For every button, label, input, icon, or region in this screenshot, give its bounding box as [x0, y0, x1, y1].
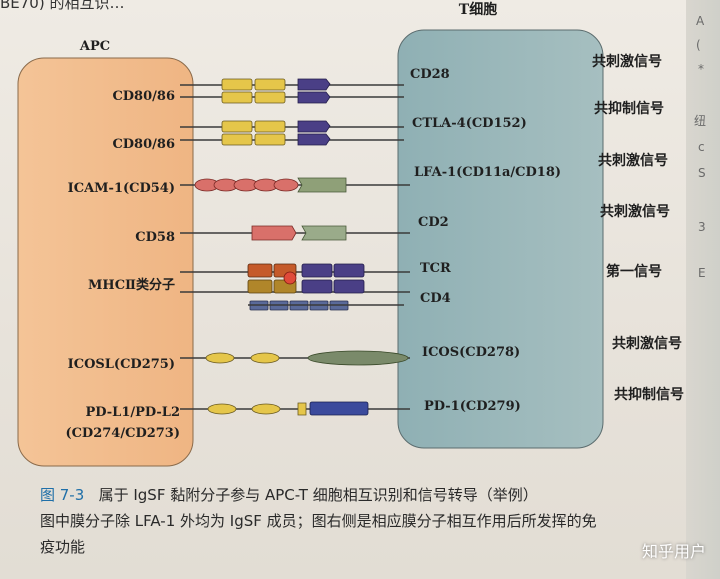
edge-char: S [698, 166, 706, 180]
apc-cell [17, 57, 194, 467]
cd58-cd2-pair [251, 225, 347, 241]
function-label: 共抑制信号 [594, 100, 664, 117]
apc-label-icam1: ICAM-1(CD54) [68, 181, 175, 196]
t-label-tcr: TCR [420, 261, 451, 276]
edge-char: A [696, 14, 705, 28]
figure-caption-line2: 图中膜分子除 LFA-1 外均为 IgSF 成员；图右侧是相应膜分子相互作用后所… [40, 512, 597, 530]
apc-t-cell-diagram: APC T细胞 [17, 1, 684, 467]
t-label-cd4: CD4 [420, 291, 451, 306]
function-label: 共刺激信号 [592, 53, 662, 70]
cd80-ctla4-pair [221, 120, 331, 146]
apc-title: APC [79, 39, 110, 54]
icam1-lfa1-pair [194, 177, 347, 193]
function-label: 共刺激信号 [598, 152, 668, 169]
top-text-fragment: BE70) 的相互识… [0, 0, 125, 12]
apc-label-cd80-1: CD80/86 [112, 89, 175, 104]
figure-caption-line3: 疫功能 [40, 538, 86, 556]
adjacent-page-edge: A ( * 纽 c S 3 E [686, 0, 720, 579]
pdl1-pd1-pair [207, 401, 369, 416]
figure-title: 属于 IgSF 黏附分子参与 APC-T 细胞相互识别和信号转导（举例） [98, 486, 538, 504]
function-label: 共刺激信号 [600, 203, 670, 220]
function-label: 第一信号 [606, 263, 662, 280]
edge-char: ( [696, 38, 701, 52]
t-cell [397, 29, 604, 449]
mhc-tcr-cd4-complex [247, 263, 404, 311]
cd80-cd28-pair [221, 78, 331, 104]
apc-label-pdl: PD-L1/PD-L2 [86, 405, 181, 420]
t-label-pd1: PD-1(CD279) [424, 399, 521, 414]
figure-number: 图 7-3 [40, 486, 85, 504]
apc-label-pdl-cd: (CD274/CD273) [65, 426, 180, 441]
edge-char: c [698, 140, 705, 154]
apc-label-cd80-2: CD80/86 [112, 137, 175, 152]
edge-char: * [698, 62, 704, 76]
apc-label-cd58: CD58 [135, 230, 175, 245]
edge-char: 3 [698, 220, 706, 234]
figure-caption-title: 图 7-3 属于 IgSF 黏附分子参与 APC-T 细胞相互识别和信号转导（举… [40, 484, 538, 505]
t-label-cd28: CD28 [410, 67, 450, 82]
apc-label-mhc2: MHCⅡ类分子 [88, 277, 175, 293]
function-label: 共刺激信号 [612, 335, 682, 352]
t-label-icos: ICOS(CD278) [422, 345, 520, 360]
icosl-icos-pair [205, 350, 409, 366]
t-cell-title: T细胞 [459, 1, 497, 18]
t-label-lfa1: LFA-1(CD11a/CD18) [414, 165, 561, 180]
function-label: 共抑制信号 [614, 386, 684, 403]
t-label-ctla4: CTLA-4(CD152) [412, 116, 527, 131]
edge-char: E [698, 266, 706, 280]
t-label-cd2: CD2 [418, 215, 449, 230]
edge-char: 纽 [694, 114, 707, 128]
apc-label-icosl: ICOSL(CD275) [68, 357, 175, 372]
watermark: 知乎用户 [641, 542, 706, 561]
